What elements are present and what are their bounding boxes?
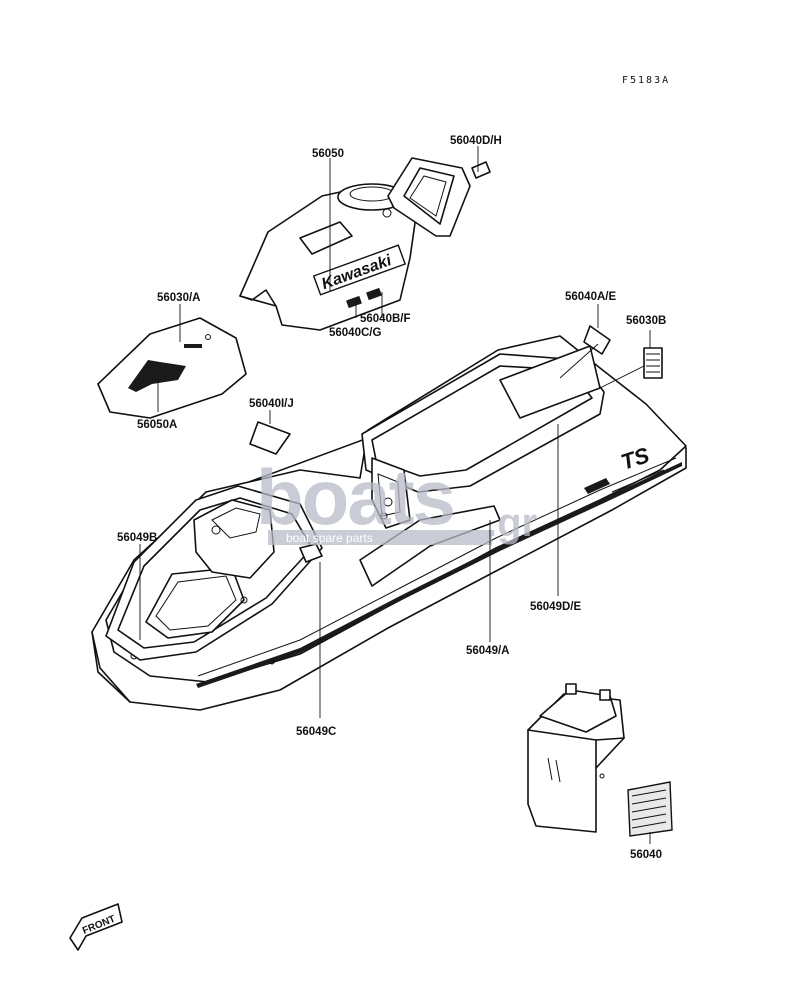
decal-56040-a-e: [583, 325, 611, 355]
callout-56030b: 56030B: [626, 315, 666, 327]
callout-56040-c-g: 56040C/G: [329, 327, 381, 339]
callout-56040-i-j: 56040I/J: [249, 398, 294, 410]
bow-deck: [105, 485, 323, 661]
watermark-suffix: .gr: [486, 501, 537, 545]
callout-56040: 56040: [630, 849, 662, 861]
watermark-main: boats: [256, 453, 454, 541]
figure-reference: F5183A: [622, 75, 670, 86]
decal-56040-label: [627, 781, 673, 837]
battery: [527, 683, 673, 837]
decal-56040-i-j: [249, 421, 291, 455]
callout-labels: 56050 56040D/H 56030/A 56050A 56040B/F 5…: [117, 135, 666, 861]
leader-lines: [139, 146, 651, 844]
callout-56049-d-e: 56049D/E: [530, 601, 581, 613]
seat-cover: [97, 317, 247, 419]
rear-bracket: [387, 157, 491, 237]
callout-56050: 56050: [312, 148, 344, 160]
callout-56040-a-e: 56040A/E: [565, 291, 616, 303]
callout-56040-d-h: 56040D/H: [450, 135, 502, 147]
front-arrow: FRONT: [69, 903, 123, 951]
watermark-subtitle: boat spare parts: [286, 531, 373, 545]
engine-hood: Kawasaki: [239, 183, 419, 331]
callout-56049c: 56049C: [296, 726, 336, 738]
watermark: boats .gr boat spare parts: [256, 453, 537, 545]
callout-56050a: 56050A: [137, 419, 177, 431]
callout-56049-a: 56049/A: [466, 645, 509, 657]
decal-56030b: [643, 347, 663, 379]
callout-56040-b-f: 56040B/F: [360, 313, 411, 325]
handle-pole: [359, 345, 605, 587]
callout-56030-a: 56030/A: [157, 292, 200, 304]
callout-56049b: 56049B: [117, 532, 157, 544]
